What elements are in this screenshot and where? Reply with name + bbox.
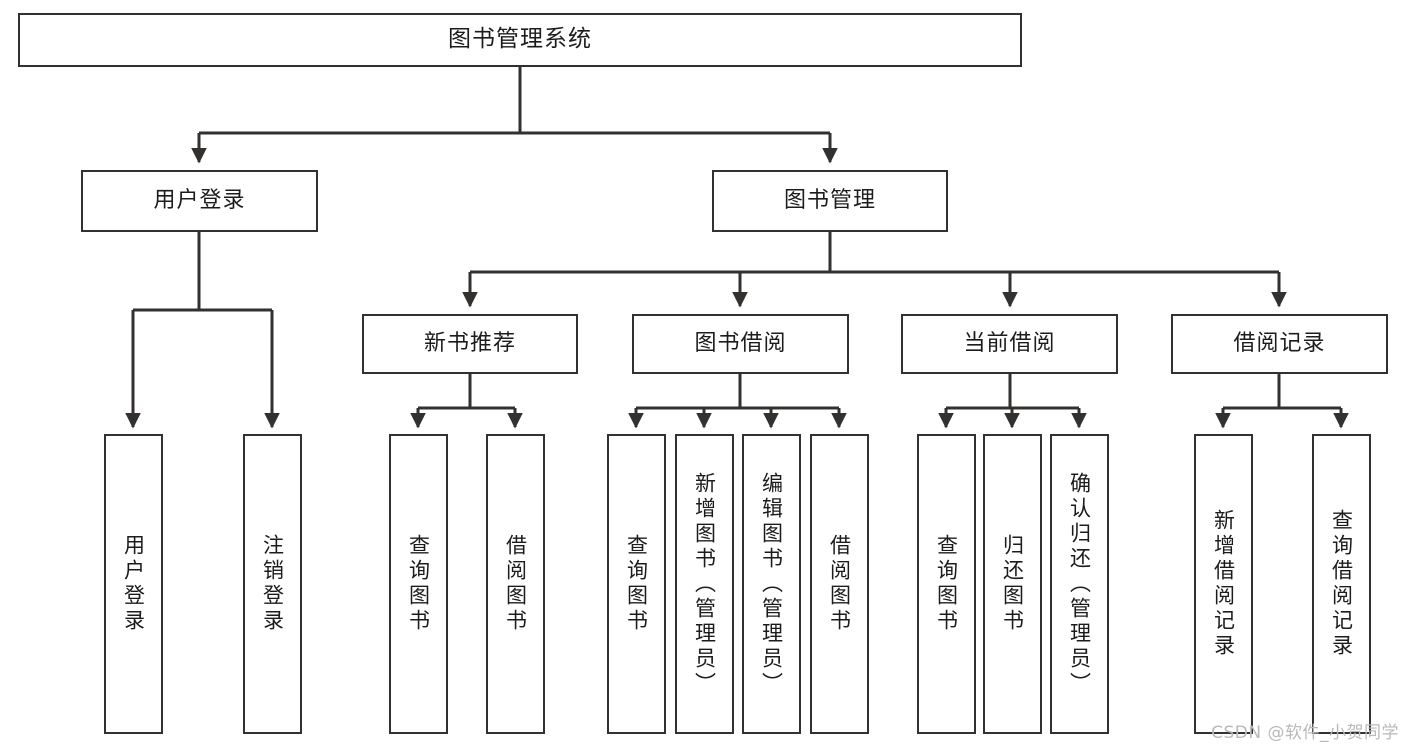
- node-label: 查询图书: [624, 534, 649, 634]
- node-new-book-recommend[interactable]: 新书推荐: [362, 314, 578, 374]
- leaf-current-return-book[interactable]: 归还图书: [983, 434, 1042, 734]
- node-label: 借阅图书: [827, 534, 852, 634]
- leaf-borrow-borrow-book[interactable]: 借阅图书: [810, 434, 869, 734]
- watermark: CSDN @软件_小贺同学: [1211, 723, 1399, 743]
- leaf-new-books-query[interactable]: 查询图书: [389, 434, 448, 734]
- leaf-current-query-book[interactable]: 查询图书: [917, 434, 976, 734]
- leaf-borrow-edit-book[interactable]: 编辑图书（管理员）: [742, 434, 801, 734]
- node-label: 查询图书: [934, 534, 959, 634]
- leaf-records-query-record[interactable]: 查询借阅记录: [1312, 434, 1371, 734]
- node-label: 归还图书: [1000, 534, 1025, 634]
- node-label: 查询图书: [406, 534, 431, 634]
- node-label: 图书借阅: [694, 330, 787, 356]
- node-label: 借阅记录: [1233, 330, 1326, 356]
- leaf-user-login-signin[interactable]: 用户登录: [104, 434, 163, 734]
- node-label: 用户登录: [121, 534, 146, 634]
- leaf-records-add-record[interactable]: 新增借阅记录: [1194, 434, 1253, 734]
- node-label: 确认归还（管理员）: [1067, 471, 1092, 697]
- leaf-new-books-borrow[interactable]: 借阅图书: [486, 434, 545, 734]
- node-book-management[interactable]: 图书管理: [712, 170, 948, 232]
- leaf-user-login-signout[interactable]: 注销登录: [243, 434, 302, 734]
- node-label: 编辑图书（管理员）: [759, 471, 784, 697]
- leaf-current-confirm-return[interactable]: 确认归还（管理员）: [1050, 434, 1109, 734]
- node-label: 注销登录: [260, 534, 285, 634]
- node-label: 图书管理: [783, 187, 876, 213]
- node-label: 新书推荐: [423, 330, 516, 356]
- node-label: 查询借阅记录: [1329, 509, 1354, 659]
- node-current-borrow[interactable]: 当前借阅: [901, 314, 1118, 374]
- leaf-borrow-add-book[interactable]: 新增图书（管理员）: [675, 434, 734, 734]
- node-book-borrow[interactable]: 图书借阅: [632, 314, 849, 374]
- leaf-borrow-query-book[interactable]: 查询图书: [607, 434, 666, 734]
- node-label: 当前借阅: [963, 330, 1056, 356]
- node-root-system[interactable]: 图书管理系统: [18, 13, 1022, 67]
- node-borrow-records[interactable]: 借阅记录: [1171, 314, 1388, 374]
- node-label: 新增借阅记录: [1211, 509, 1236, 659]
- node-label: 借阅图书: [503, 534, 528, 634]
- node-user-login[interactable]: 用户登录: [81, 170, 318, 232]
- node-label: 用户登录: [153, 187, 246, 213]
- node-label: 图书管理系统: [448, 26, 592, 53]
- node-label: 新增图书（管理员）: [692, 471, 717, 697]
